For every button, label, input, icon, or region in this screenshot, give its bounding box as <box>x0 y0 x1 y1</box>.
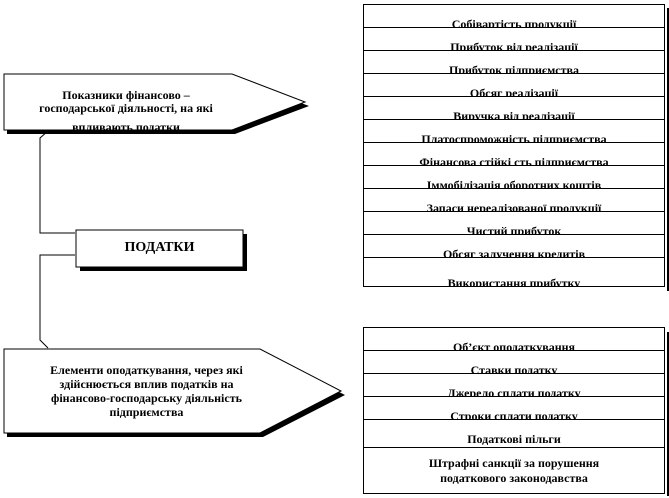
indicator-item: Іммобілізація оборотних коштів <box>363 165 665 189</box>
lower-connector <box>39 254 75 349</box>
indicators-arrow <box>3 73 307 131</box>
indicators-list-shadow <box>667 8 669 291</box>
elements-arrow <box>3 348 343 434</box>
upper-connector <box>39 130 75 234</box>
elements-label-line1: Елементи оподаткування, через які <box>50 363 243 378</box>
element-item-line2: податкового законодавства <box>440 470 588 485</box>
center-box <box>75 229 244 268</box>
indicator-item: Прибуток від реалізації <box>363 27 665 51</box>
indicator-item: Використання прибутку <box>363 257 665 287</box>
center-label: ПОДАТКИ <box>124 240 195 256</box>
indicator-item: Обсяг залучення кредитів <box>363 234 665 258</box>
elements-label-line2: здійснюється вплив податків на <box>59 377 234 392</box>
indicator-item: Прибуток підприємства <box>363 50 665 74</box>
indicator-item: Платоспроможність підприємства <box>363 119 665 143</box>
elements-label-line4: підприємства <box>109 404 184 419</box>
indicators-label-line3: впливають податки <box>72 120 180 130</box>
element-item: Об’єкт оподаткування <box>363 327 665 351</box>
indicators-label-line1: Показники фінансово – <box>62 87 190 102</box>
indicator-item: Обсяг реалізації <box>363 73 665 97</box>
element-item-line1: Штрафні санкції за порушення <box>428 455 600 470</box>
indicator-item: Виручка від реалізації <box>363 96 665 120</box>
indicator-item: Запаси нереалізованої продукції <box>363 188 665 212</box>
indicator-item: Чистий прибуток <box>363 211 665 235</box>
element-item-label: Штрафні санкції за порушення податкового… <box>429 456 599 486</box>
elements-label-line3: фінансово-господарську діяльність <box>51 391 242 405</box>
elements-list-shadow <box>667 332 669 496</box>
element-item: Штрафні санкції за порушення податкового… <box>363 447 665 494</box>
indicators-label-line2: господарської діяльності, на які <box>39 101 213 116</box>
indicator-item: Фінансова стійкі сть підприємства <box>363 142 665 166</box>
element-item: Ставки податку <box>363 350 665 374</box>
element-item: Джерело сплати податку <box>363 373 665 397</box>
indicator-item: Собівартість продукції <box>363 4 665 28</box>
element-item: Строки сплати податку <box>363 396 665 420</box>
element-item: Податкові пільги <box>363 419 665 448</box>
elements-label: Елементи оподаткування, через які здійсн… <box>14 355 279 429</box>
indicators-label: Показники фінансово – господарської діял… <box>10 74 242 130</box>
